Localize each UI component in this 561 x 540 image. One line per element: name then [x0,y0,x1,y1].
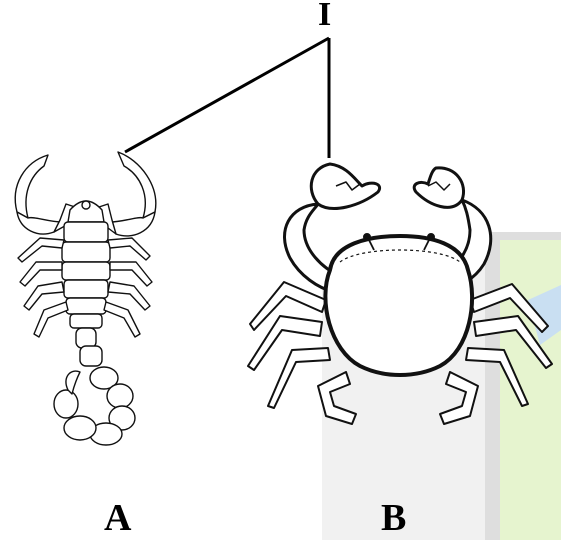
crab-leg [318,372,356,424]
crab-carapace [325,236,472,375]
label-a: A [104,496,131,540]
crab-eye [364,234,370,240]
label-b: B [381,496,406,540]
pointer-label: I [318,0,331,34]
crab-right-claw [414,168,463,207]
crab-eye [428,234,434,240]
crab-left-claw [311,164,379,208]
crab-leg [440,372,478,424]
